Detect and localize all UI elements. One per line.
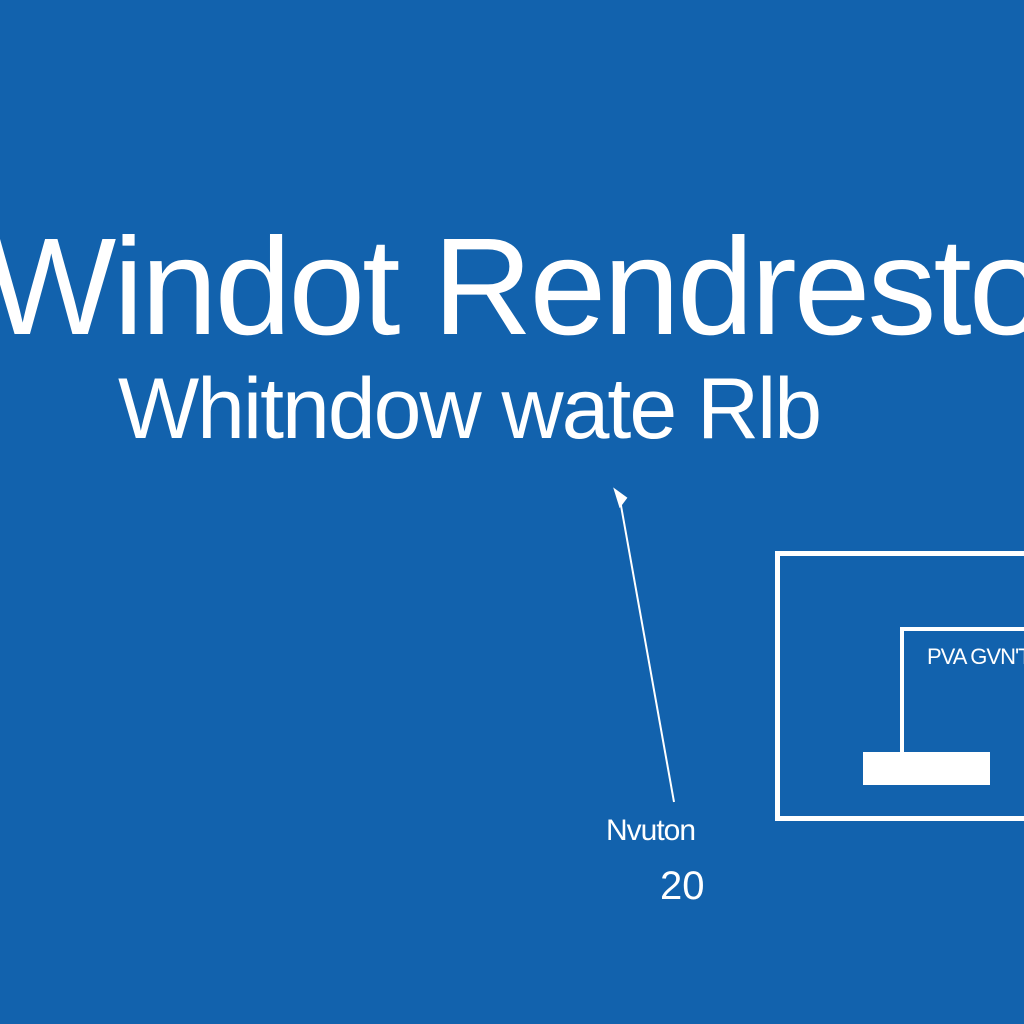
monitor-stand [863, 752, 990, 785]
caption-label: Nvuton [606, 814, 696, 847]
monitor-screen-label: PVA GVN'T [927, 644, 1024, 669]
subline-text: Whitndow wate Rlb [118, 361, 822, 457]
pointer-stroke [619, 499, 675, 803]
caption-number: 20 [660, 864, 705, 908]
pointer-arrow-icon [613, 487, 628, 509]
monitor-screen [900, 627, 1024, 753]
headline-text: Windot Rendreston [0, 210, 1024, 364]
monitor-icon [775, 551, 1024, 821]
